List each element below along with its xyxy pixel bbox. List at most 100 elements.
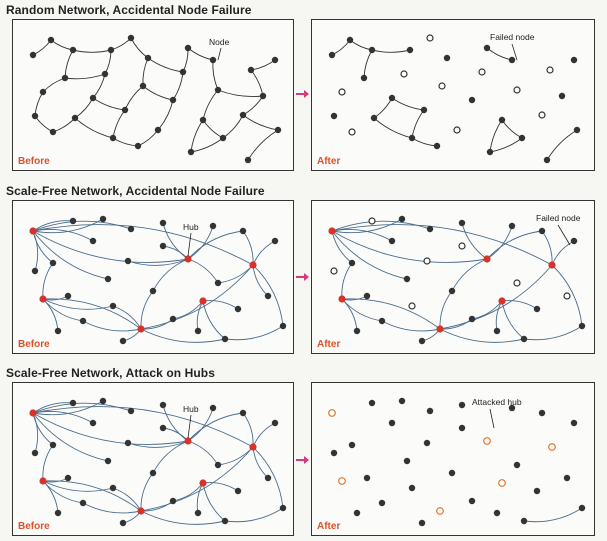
edge (523, 507, 583, 523)
attacked-hub-node (338, 477, 346, 485)
node (533, 487, 541, 495)
edge (42, 444, 54, 482)
node (274, 126, 282, 134)
node (107, 46, 115, 54)
edge (371, 49, 411, 53)
right-arrow-icon (296, 90, 309, 98)
node (264, 474, 272, 482)
edge (157, 99, 174, 131)
edge (112, 109, 126, 139)
failed-node (546, 66, 554, 74)
hub-node (199, 479, 207, 487)
edge (32, 230, 54, 264)
failed-node (458, 242, 466, 250)
node (458, 219, 466, 227)
edge (381, 320, 441, 332)
node (119, 337, 127, 345)
edge (411, 109, 425, 139)
edge (152, 258, 189, 292)
node (209, 222, 217, 230)
edge (495, 300, 503, 332)
node (330, 449, 338, 457)
node (31, 112, 39, 120)
failed-node (563, 292, 571, 300)
node (179, 68, 187, 76)
edge (439, 328, 525, 343)
node (154, 126, 162, 134)
network-drawing: Attacked hub (328, 397, 586, 527)
after-caption: After (317, 156, 341, 167)
node (194, 327, 202, 335)
edge (42, 298, 142, 330)
failed-node (348, 128, 356, 136)
edge (242, 230, 254, 266)
failed-node (338, 88, 346, 96)
node (346, 36, 354, 44)
edge (202, 300, 239, 310)
hub-node (498, 297, 506, 305)
node (264, 292, 272, 300)
node (127, 407, 135, 415)
edge (32, 220, 132, 232)
node (573, 126, 581, 134)
edge (42, 480, 84, 504)
node (468, 96, 476, 104)
node (139, 82, 147, 90)
network-drawing: Hub (29, 215, 287, 345)
edge (32, 412, 189, 445)
edge (34, 91, 44, 117)
edge (501, 119, 523, 139)
node (54, 509, 62, 517)
attacked-hub-node (436, 507, 444, 515)
node (418, 337, 426, 345)
edge (32, 412, 39, 454)
node (109, 302, 117, 310)
edge (451, 258, 488, 292)
edge (92, 97, 126, 111)
node (64, 474, 72, 482)
node (468, 497, 476, 505)
callout-leader (187, 232, 192, 257)
node (398, 215, 406, 223)
callout-label: Failed node (536, 213, 581, 223)
failed-node (408, 302, 416, 310)
edge (187, 225, 214, 260)
edge (140, 472, 154, 512)
edge (411, 137, 438, 147)
hub-node (184, 437, 192, 445)
failed-node (513, 279, 521, 287)
hub-node (249, 443, 257, 451)
node (353, 327, 361, 335)
hub-node (184, 255, 192, 263)
edge (341, 298, 441, 330)
edge (142, 57, 149, 87)
node (47, 36, 55, 44)
node (360, 74, 368, 82)
edge (486, 47, 513, 61)
node (121, 106, 129, 114)
row-title-attack-hubs: Scale-Free Network, Attack on Hubs (6, 366, 216, 380)
edge (242, 412, 254, 448)
edge (217, 89, 264, 97)
node (247, 66, 255, 74)
edge (202, 482, 226, 522)
edge (74, 117, 114, 139)
edge (187, 412, 244, 442)
edge (124, 85, 144, 111)
edge (190, 137, 224, 153)
node (520, 335, 528, 343)
before-caption: Before (18, 521, 50, 532)
edge (42, 262, 54, 300)
node (558, 92, 566, 100)
node (458, 424, 466, 432)
edge (32, 224, 254, 266)
failed-node (330, 267, 338, 275)
hub-node (328, 227, 336, 235)
hub-node (199, 297, 207, 305)
failed-node (478, 68, 486, 76)
node (406, 46, 414, 54)
node (239, 409, 247, 417)
edge (212, 59, 219, 91)
edge (32, 411, 94, 424)
node (563, 474, 571, 482)
